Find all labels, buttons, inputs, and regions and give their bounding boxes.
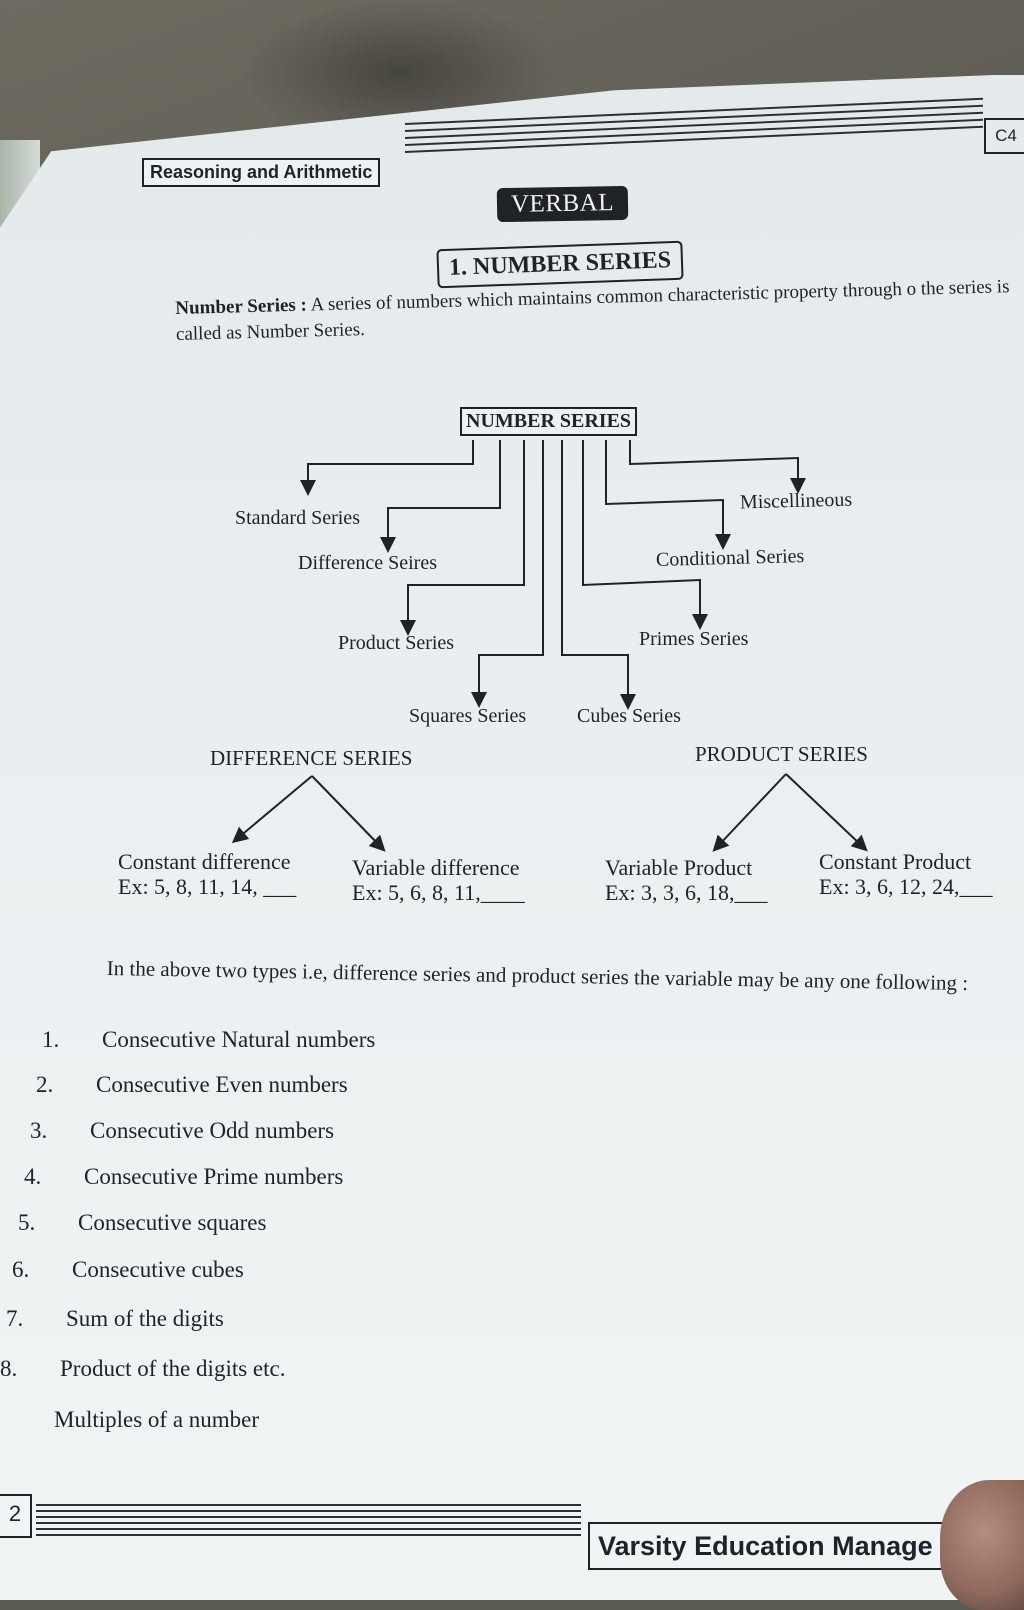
list-item: 3.Consecutive Odd numbers [30, 1118, 334, 1144]
constant-product-example: Ex: 3, 6, 12, 24,___ [819, 874, 993, 899]
list-item: 1.Consecutive Natural numbers [42, 1027, 375, 1053]
connector-difference [388, 440, 500, 545]
connector-product [408, 440, 524, 628]
tree-root: NUMBER SERIES [460, 407, 637, 436]
connector-primes [583, 440, 700, 622]
constant-difference: Constant difference Ex: 5, 8, 11, 14, __… [118, 849, 296, 899]
thumb [940, 1480, 1024, 1610]
footer-rule [36, 1500, 581, 1540]
constant-product-label: Constant Product [819, 849, 993, 874]
connector-prod-right [786, 774, 862, 846]
variable-difference: Variable difference Ex: 5, 6, 8, 11,____ [352, 855, 525, 905]
connector-standard [308, 440, 473, 488]
node-difference: Difference Seires [298, 552, 437, 575]
constant-product: Constant Product Ex: 3, 6, 12, 24,___ [819, 849, 993, 899]
connector-diff-right [312, 776, 380, 846]
list-item: .Multiples of a number [0, 1407, 259, 1433]
node-cubes: Cubes Series [577, 705, 681, 728]
node-squares: Squares Series [409, 705, 526, 728]
page-number: 2 [0, 1494, 32, 1538]
connector-miscellaneous [630, 440, 798, 486]
variable-product-label: Variable Product [605, 855, 768, 880]
constant-difference-example: Ex: 5, 8, 11, 14, ___ [118, 874, 296, 899]
difference-series-title: DIFFERENCE SERIES [210, 746, 412, 771]
connector-conditional [606, 440, 723, 542]
variable-product: Variable Product Ex: 3, 3, 6, 18,___ [605, 855, 768, 905]
variable-difference-example: Ex: 5, 6, 8, 11,____ [352, 880, 525, 905]
connector-squares [479, 440, 543, 700]
variable-product-example: Ex: 3, 3, 6, 18,___ [605, 880, 768, 905]
list-item: 2.Consecutive Even numbers [36, 1072, 348, 1098]
constant-difference-label: Constant difference [118, 849, 296, 874]
product-series-title: PRODUCT SERIES [695, 742, 868, 767]
list-item: 7.Sum of the digits [6, 1306, 224, 1332]
list-item: 4.Consecutive Prime numbers [24, 1164, 343, 1190]
list-item: 5.Consecutive squares [18, 1210, 266, 1236]
publisher-name: Varsity Education Manage [588, 1522, 978, 1570]
list-item: 8.Product of the digits etc. [0, 1356, 286, 1382]
node-primes: Primes Series [639, 628, 748, 651]
node-conditional: Conditional Series [656, 545, 805, 572]
node-miscellaneous: Miscellineous [740, 489, 853, 515]
variable-difference-label: Variable difference [352, 855, 525, 880]
node-standard: Standard Series [235, 507, 360, 530]
list-item: 6.Consecutive cubes [12, 1257, 244, 1283]
connector-diff-left [238, 776, 312, 838]
connector-cubes [562, 440, 628, 702]
connector-prod-left [718, 774, 786, 846]
node-product: Product Series [338, 632, 454, 655]
